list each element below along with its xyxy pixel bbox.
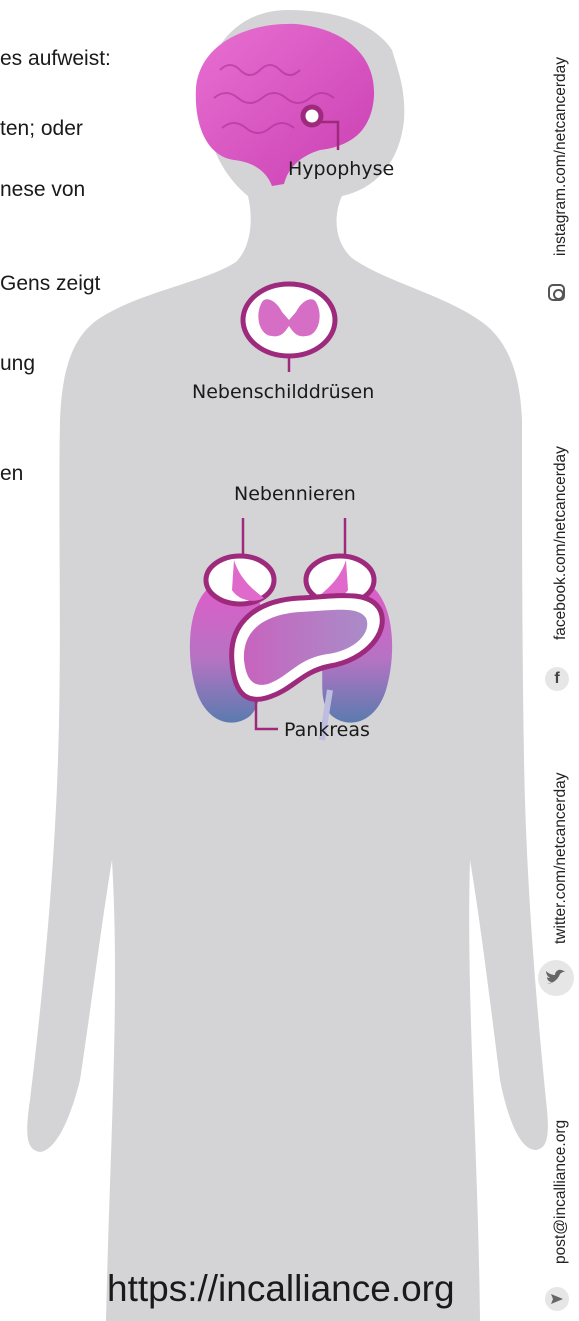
label-nebenschilddruesen: Nebenschilddrüsen (192, 381, 374, 403)
label-nebennieren: Nebennieren (234, 483, 356, 505)
twitter-icon[interactable] (538, 960, 574, 996)
label-pankreas: Pankreas (284, 719, 370, 741)
instagram-icon[interactable] (548, 284, 565, 301)
intro-line-5: ung (0, 352, 35, 376)
intro-line-2: ten; oder (0, 117, 83, 141)
email-link[interactable]: post@incalliance.org (552, 1120, 570, 1264)
intro-line-3: nese von (0, 178, 85, 202)
email-icon[interactable] (545, 1287, 569, 1311)
facebook-icon[interactable]: f (545, 667, 569, 691)
intro-line-4: Gens zeigt (0, 272, 100, 296)
facebook-link[interactable]: facebook.com/netcancerday (552, 446, 570, 640)
twitter-link[interactable]: twitter.com/netcancerday (552, 773, 570, 944)
website-url[interactable]: https://incalliance.org (107, 1268, 455, 1310)
instagram-link[interactable]: instagram.com/netcancerday (552, 57, 570, 256)
intro-line-6: en (0, 462, 23, 486)
label-hypophyse: Hypophyse (288, 158, 394, 180)
intro-line-1: es aufweist: (0, 47, 111, 71)
